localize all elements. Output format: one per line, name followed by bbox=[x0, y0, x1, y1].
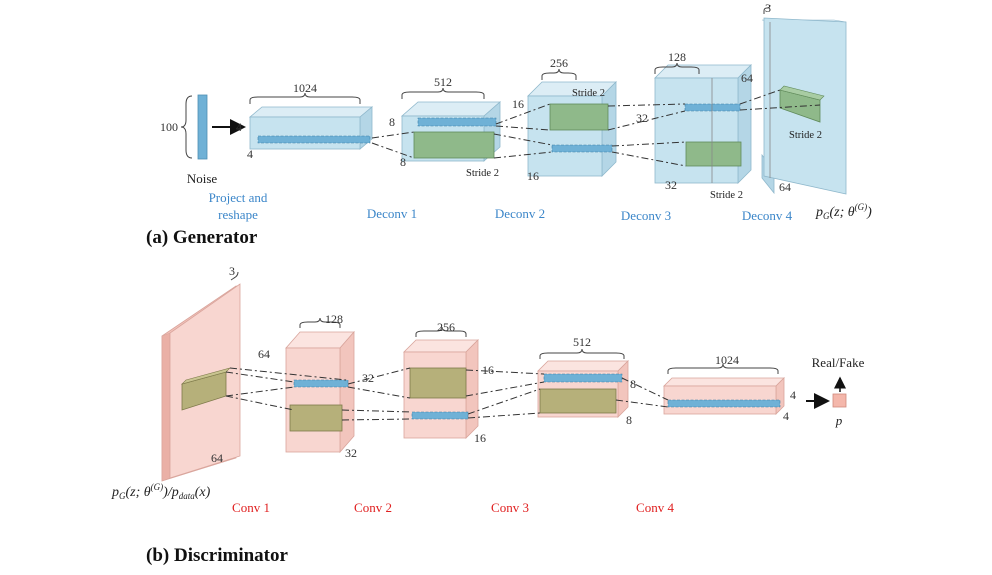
conv4-depth-label: 1024 bbox=[715, 353, 739, 367]
discriminator-connection-lines bbox=[225, 367, 669, 421]
output-probability-box bbox=[832, 393, 847, 408]
deconv4-depth-brace bbox=[763, 4, 771, 14]
conv2-depth-label: 256 bbox=[437, 320, 455, 334]
deconv4-block: 3 64 64 Stride 2 Deconv 4 pG(z; θ(G)) bbox=[741, 1, 872, 223]
deconv1-stride-label: Stride 2 bbox=[466, 168, 499, 179]
discriminator-section: 3 64 64 pG(z; θ(G))/pdata(x) 128 32 32 C… bbox=[111, 264, 865, 566]
conv1-dim-b-label: 32 bbox=[345, 446, 357, 460]
conv3-block: 512 8 8 Conv 3 bbox=[491, 335, 636, 515]
deconv2-depth-label: 256 bbox=[550, 56, 568, 70]
deconv2-block: 256 16 16 Stride 2 Deconv 2 bbox=[495, 56, 617, 221]
deconv2-stride-label: Stride 2 bbox=[572, 88, 605, 99]
deconv4-label: Deconv 4 bbox=[742, 208, 793, 223]
conv4-dim-a-label: 4 bbox=[790, 388, 796, 402]
conv1-depth-brace bbox=[299, 317, 341, 328]
conv2-depth-brace bbox=[415, 326, 467, 337]
noise-label: Noise bbox=[187, 171, 218, 186]
deconv4-dim-a-label: 64 bbox=[741, 71, 753, 85]
conv1-dim-a-label: 32 bbox=[362, 371, 374, 385]
deconv4-depth-label: 3 bbox=[765, 1, 771, 15]
deconv2-dim-a-label: 16 bbox=[512, 97, 524, 111]
generator-output-label: pG(z; θ(G)) bbox=[815, 202, 872, 221]
discriminator-caption: (b) Discriminator bbox=[146, 545, 289, 566]
project-depth-label: 1024 bbox=[293, 81, 317, 95]
real-fake-label: Real/Fake bbox=[812, 355, 865, 370]
project-label-line1: Project and bbox=[209, 190, 268, 205]
conv4-dim-b-label: 4 bbox=[783, 409, 789, 423]
project-dim-a-label: 4 bbox=[236, 120, 242, 134]
deconv3-stride-label: Stride 2 bbox=[710, 190, 743, 201]
conv1-depth-label: 128 bbox=[325, 312, 343, 326]
deconv1-label: Deconv 1 bbox=[367, 206, 417, 221]
deconv1-block: 512 8 8 Stride 2 Deconv 1 bbox=[367, 75, 502, 221]
deconv3-dim-b-label: 32 bbox=[665, 178, 677, 192]
conv3-depth-label: 512 bbox=[573, 335, 591, 349]
deconv1-dim-a-label: 8 bbox=[389, 115, 395, 129]
conv2-block: 256 16 16 Conv 2 bbox=[354, 320, 494, 515]
input-depth-brace bbox=[230, 271, 239, 281]
noise-brace bbox=[180, 95, 193, 159]
conv1-block: 128 32 32 Conv 1 bbox=[232, 312, 374, 515]
deconv3-depth-brace bbox=[654, 62, 700, 74]
conv3-depth-brace bbox=[539, 348, 625, 359]
generator-connection-lines bbox=[371, 89, 821, 167]
deconv2-label: Deconv 2 bbox=[495, 206, 545, 221]
conv4-label: Conv 4 bbox=[636, 500, 674, 515]
conv3-dim-b-label: 8 bbox=[626, 413, 632, 427]
conv2-label: Conv 2 bbox=[354, 500, 392, 515]
deconv1-depth-brace bbox=[401, 87, 485, 99]
deconv1-dim-b-label: 8 bbox=[400, 155, 406, 169]
deconv2-depth-brace bbox=[541, 68, 577, 80]
conv1-label: Conv 1 bbox=[232, 500, 270, 515]
project-reshape-block: 1024 4 4 Project and reshape bbox=[209, 81, 374, 222]
deconv2-dim-b-label: 16 bbox=[527, 169, 539, 183]
deconv4-stride-label: Stride 2 bbox=[789, 130, 822, 141]
conv4-depth-brace bbox=[667, 363, 779, 374]
conv4-block: 1024 4 4 Conv 4 bbox=[636, 353, 796, 515]
deconv3-label: Deconv 3 bbox=[621, 208, 671, 223]
discriminator-input-label: pG(z; θ(G))/pdata(x) bbox=[111, 482, 211, 501]
deconv3-block: 128 32 32 Stride 2 Deconv 3 bbox=[621, 50, 752, 223]
project-label-line2: reshape bbox=[218, 207, 258, 222]
project-depth-brace bbox=[249, 92, 361, 104]
output-symbol: p bbox=[835, 413, 843, 428]
noise-block: 100 Noise bbox=[160, 94, 246, 186]
deconv4-dim-b-label: 64 bbox=[779, 180, 791, 194]
generator-caption: (a) Generator bbox=[146, 227, 258, 248]
conv3-dim-a-label: 8 bbox=[630, 377, 636, 391]
generator-section: 100 Noise 1024 4 4 Project and reshape bbox=[146, 1, 872, 248]
input-image-block: 3 64 64 pG(z; θ(G))/pdata(x) bbox=[111, 264, 270, 501]
conv2-dim-a-label: 16 bbox=[482, 363, 494, 377]
noise-vector bbox=[197, 94, 208, 160]
noise-dim-label: 100 bbox=[160, 120, 178, 134]
input-depth-label: 3 bbox=[229, 264, 235, 278]
deconv3-dim-a-label: 32 bbox=[636, 111, 648, 125]
input-dim-a-label: 64 bbox=[258, 347, 270, 361]
project-dim-b-label: 4 bbox=[247, 147, 253, 161]
conv3-label: Conv 3 bbox=[491, 500, 529, 515]
input-dim-b-label: 64 bbox=[211, 451, 223, 465]
deconv1-depth-label: 512 bbox=[434, 75, 452, 89]
discriminator-output: Real/Fake p bbox=[806, 355, 865, 428]
conv2-dim-b-label: 16 bbox=[474, 431, 486, 445]
deconv3-depth-label: 128 bbox=[668, 50, 686, 64]
